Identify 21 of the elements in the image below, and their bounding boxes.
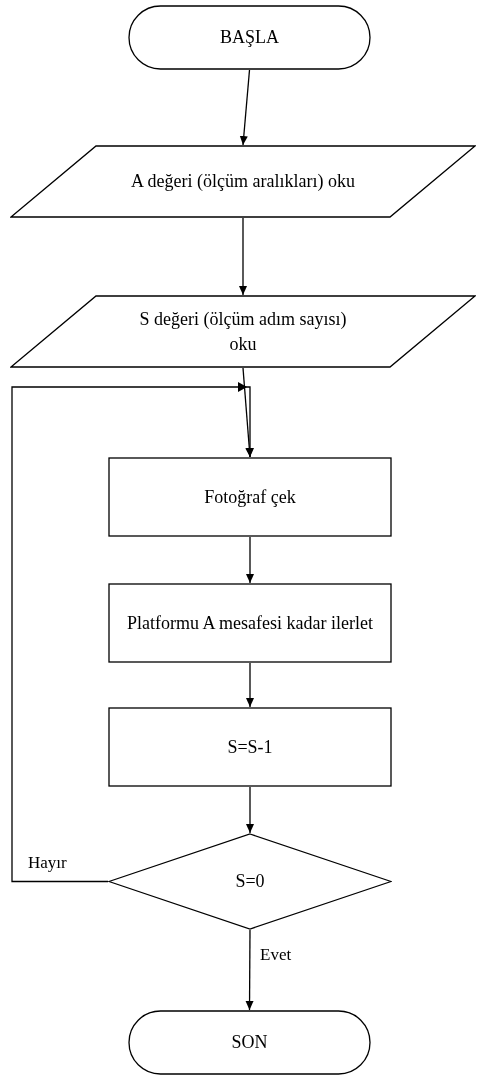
process-box — [108, 457, 392, 537]
arrow — [239, 69, 251, 146]
node-label: BAŞLA — [220, 26, 279, 50]
arrow — [245, 929, 254, 1011]
node-label: Fotoğraf çek — [204, 485, 296, 509]
arrow — [11, 382, 254, 883]
process-box — [108, 583, 392, 663]
input-parallelogram — [10, 145, 476, 218]
arrow — [239, 217, 247, 296]
node-label: Platformu A mesafesi kadar ilerlet — [127, 611, 373, 635]
arrow — [246, 536, 254, 584]
input-parallelogram — [10, 295, 476, 368]
process-box — [108, 707, 392, 787]
node-label: A değeri (ölçüm aralıkları) oku — [131, 170, 355, 194]
arrow — [246, 662, 254, 708]
node-label: S değeri (ölçüm adım sayısı) oku — [138, 308, 348, 356]
decision-diamond — [108, 833, 392, 930]
arrow — [246, 786, 254, 834]
node-label: S=S-1 — [227, 735, 273, 759]
node-label: S=0 — [235, 870, 265, 894]
node-label: SON — [231, 1031, 268, 1055]
